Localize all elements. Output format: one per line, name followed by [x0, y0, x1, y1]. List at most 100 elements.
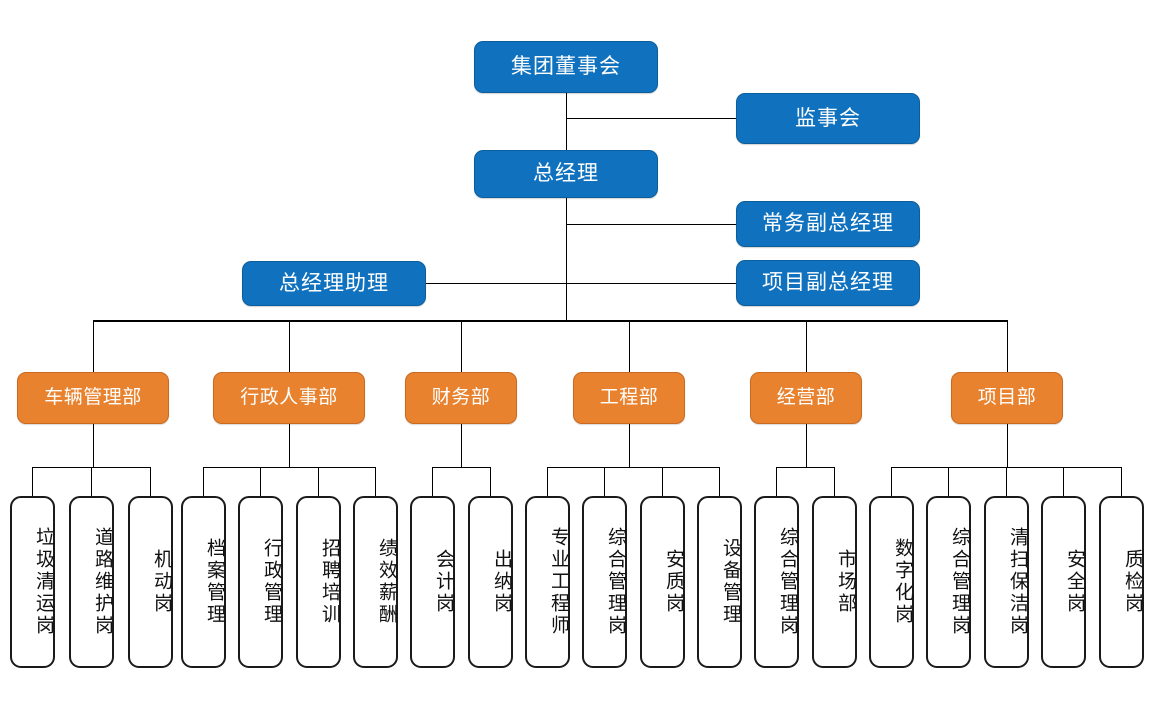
node-label: 财务部: [431, 386, 491, 409]
node-label: 工程部: [599, 386, 659, 409]
connector-dept-stem-0: [93, 424, 94, 468]
connector-board-to-gm: [566, 92, 567, 152]
leaf-drop-5-4: [1121, 467, 1122, 496]
node-label: 安全岗: [1064, 549, 1086, 615]
connector-dept-stem-1: [289, 424, 290, 468]
leaf-drop-2-1: [490, 467, 491, 496]
node-department-4[interactable]: 经营部: [750, 372, 862, 424]
node-label: 监事会: [795, 105, 861, 130]
connector-dept-stem-3: [629, 424, 630, 468]
connector-gm-trunk: [566, 197, 567, 321]
leaf-drop-5-2: [1006, 467, 1007, 496]
node-label: 总经理: [533, 161, 599, 186]
node-position-5-2[interactable]: 清扫保洁岗: [984, 496, 1029, 668]
node-position-3-1[interactable]: 综合管理岗: [582, 496, 627, 668]
node-position-3-0[interactable]: 专业工程师: [525, 496, 570, 668]
connector-dept-drop-1: [289, 320, 290, 372]
node-label: 综合管理岗: [777, 527, 799, 637]
node-department-1[interactable]: 行政人事部: [213, 372, 365, 424]
node-label: 安质岗: [663, 549, 685, 615]
node-position-5-0[interactable]: 数字化岗: [869, 496, 914, 668]
node-label: 经营部: [776, 386, 836, 409]
node-department-5[interactable]: 项目部: [951, 372, 1063, 424]
node-project-vice-gm[interactable]: 项目副总经理: [736, 260, 920, 306]
leaf-drop-1-3: [375, 467, 376, 496]
sub-bus-4: [776, 467, 834, 468]
connector-gm-to-project-vice: [566, 283, 736, 284]
connector-dept-drop-2: [461, 320, 462, 372]
leaf-drop-0-1: [91, 467, 92, 496]
node-position-1-3[interactable]: 绩效薪酬: [353, 496, 398, 668]
node-label: 清扫保洁岗: [1007, 527, 1029, 637]
connector-dept-drop-3: [629, 320, 630, 372]
node-position-0-1[interactable]: 道路维护岗: [69, 496, 114, 668]
leaf-drop-4-0: [776, 467, 777, 496]
node-position-2-1[interactable]: 出纳岗: [468, 496, 513, 668]
connector-dept-drop-4: [806, 320, 807, 372]
node-label: 设备管理: [720, 538, 742, 626]
sub-bus-2: [432, 467, 490, 468]
node-supervisory-board[interactable]: 监事会: [736, 93, 920, 144]
node-department-3[interactable]: 工程部: [573, 372, 685, 424]
node-position-4-0[interactable]: 综合管理岗: [754, 496, 799, 668]
leaf-drop-2-0: [432, 467, 433, 496]
node-label: 行政人事部: [240, 386, 338, 409]
node-label: 综合管理岗: [605, 527, 627, 637]
node-position-1-0[interactable]: 档案管理: [181, 496, 226, 668]
leaf-drop-0-0: [32, 467, 33, 496]
connector-trunk-to-supervisory: [566, 118, 736, 119]
leaf-drop-4-1: [834, 467, 835, 496]
node-executive-vice-gm[interactable]: 常务副总经理: [736, 201, 920, 247]
node-label: 档案管理: [204, 538, 226, 626]
node-position-5-4[interactable]: 质检岗: [1099, 496, 1144, 668]
leaf-drop-3-2: [662, 467, 663, 496]
node-general-manager[interactable]: 总经理: [474, 150, 658, 198]
node-label: 车辆管理部: [44, 386, 142, 409]
connector-gm-assistant: [425, 283, 566, 284]
node-label: 市场部: [835, 549, 857, 615]
sub-bus-3: [547, 467, 719, 468]
node-position-1-2[interactable]: 招聘培训: [296, 496, 341, 668]
sub-bus-1: [203, 467, 375, 468]
leaf-drop-3-3: [719, 467, 720, 496]
leaf-drop-1-2: [318, 467, 319, 496]
node-label: 专业工程师: [548, 527, 570, 637]
node-position-4-1[interactable]: 市场部: [812, 496, 857, 668]
leaf-drop-1-0: [203, 467, 204, 496]
node-department-2[interactable]: 财务部: [405, 372, 517, 424]
node-label: 道路维护岗: [92, 527, 114, 637]
node-position-0-2[interactable]: 机动岗: [128, 496, 173, 668]
node-label: 质检岗: [1122, 549, 1144, 615]
connector-dept-stem-4: [806, 424, 807, 468]
leaf-drop-0-2: [150, 467, 151, 496]
node-position-0-0[interactable]: 垃圾清运岗: [10, 496, 55, 668]
node-position-5-3[interactable]: 安全岗: [1041, 496, 1086, 668]
connector-dept-drop-5: [1007, 320, 1008, 372]
node-position-5-1[interactable]: 综合管理岗: [926, 496, 971, 668]
connector-dept-stem-2: [461, 424, 462, 468]
node-gm-assistant[interactable]: 总经理助理: [242, 261, 426, 306]
node-label: 会计岗: [433, 549, 455, 615]
leaf-drop-3-0: [547, 467, 548, 496]
node-label: 常务副总经理: [762, 211, 894, 236]
leaf-drop-5-0: [891, 467, 892, 496]
department-bus: [93, 320, 1008, 322]
node-label: 垃圾清运岗: [33, 527, 55, 637]
leaf-drop-3-1: [604, 467, 605, 496]
node-position-2-0[interactable]: 会计岗: [410, 496, 455, 668]
node-board-of-directors[interactable]: 集团董事会: [474, 41, 658, 93]
node-position-1-1[interactable]: 行政管理: [238, 496, 283, 668]
node-label: 项目部: [977, 386, 1037, 409]
node-position-3-2[interactable]: 安质岗: [640, 496, 685, 668]
node-label: 集团董事会: [511, 54, 621, 79]
node-department-0[interactable]: 车辆管理部: [17, 372, 169, 424]
connector-dept-drop-0: [93, 320, 94, 372]
node-label: 总经理助理: [279, 270, 389, 295]
node-label: 综合管理岗: [949, 527, 971, 637]
node-position-3-3[interactable]: 设备管理: [697, 496, 742, 668]
node-label: 绩效薪酬: [376, 538, 398, 626]
node-label: 出纳岗: [491, 549, 513, 615]
leaf-drop-5-3: [1063, 467, 1064, 496]
node-label: 机动岗: [151, 549, 173, 615]
